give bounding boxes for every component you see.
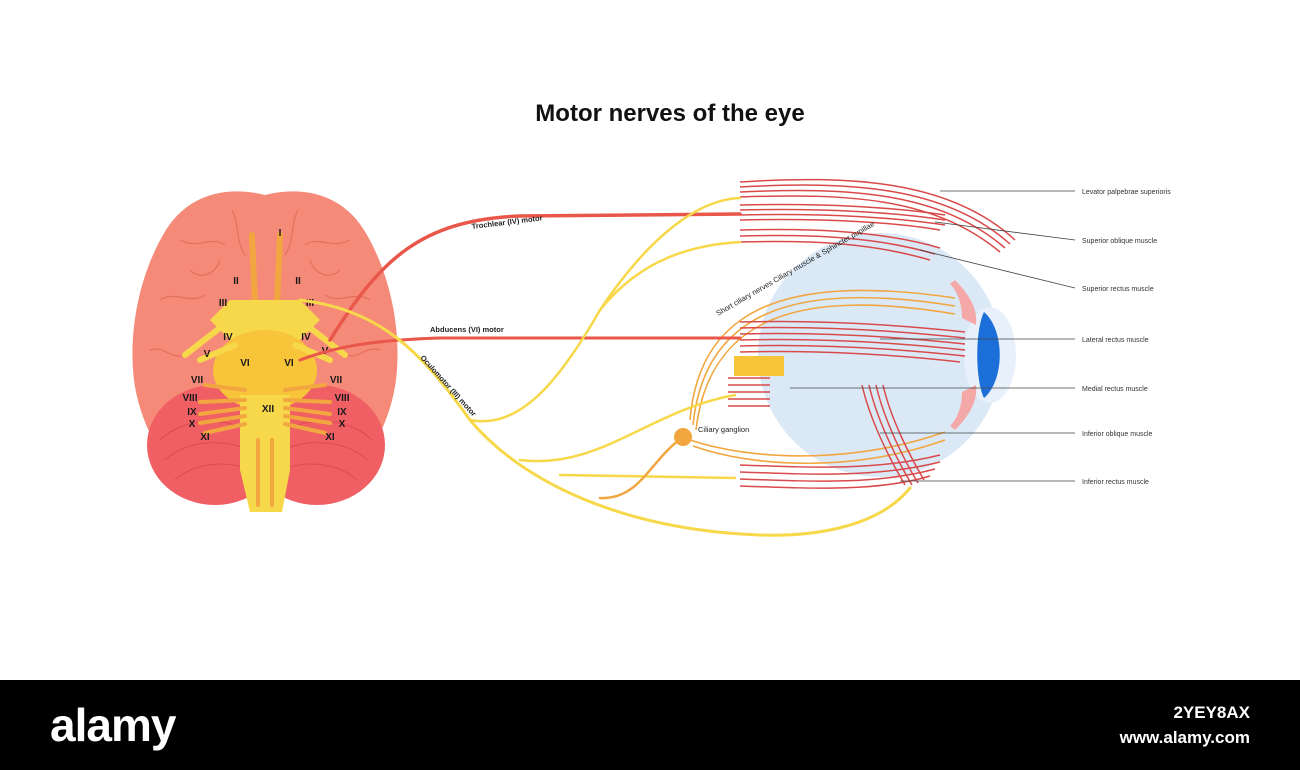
inferior-oblique-label: Inferior oblique muscle [1082, 431, 1153, 438]
cn-label-VIII-right: VIII [334, 393, 349, 404]
diagram: I II II III III IV IV V V VI VI VII VII … [132, 178, 1171, 537]
trochlear-nerve [328, 212, 742, 342]
ciliary-body-upper [950, 280, 977, 325]
leader-lines [790, 190, 1076, 482]
page-title: Motor nerves of the eye [535, 100, 805, 127]
illustration-canvas: Motor nerves of the eye [132, 100, 1172, 537]
superior-rectus-muscle [739, 228, 941, 261]
superior-rectus-label: Superior rectus muscle [1082, 286, 1154, 293]
nerve-paths [298, 196, 912, 537]
site-url: www.alamy.com [1119, 728, 1250, 747]
ganglion-connection [598, 435, 685, 500]
oculomotor-nerve-main [298, 298, 912, 537]
olfactory-tract-right [274, 232, 283, 308]
lateral-rectus-muscle [739, 320, 966, 363]
image-code: 2YEY8AX [1173, 703, 1250, 722]
lower-nerve-branches [198, 383, 332, 507]
alamy-logo: alamy [50, 699, 176, 751]
cn-label-VI-right: VI [284, 358, 294, 369]
cn-label-XII: XII [262, 404, 274, 415]
abducens-label: Abducens (VI) motor [430, 325, 504, 334]
lateral-rectus-label: Lateral rectus muscle [1082, 337, 1149, 344]
oculomotor-label: Oculomotor (III) motor [419, 353, 479, 418]
short-ciliary-fibers [689, 289, 956, 465]
ciliary-body-lower [950, 385, 977, 430]
cn-label-III-right: III [306, 298, 315, 309]
superior-oblique-label: Superior oblique muscle [1082, 238, 1157, 245]
medial-rectus-label: Medial rectus muscle [1082, 386, 1148, 393]
cn-label-V-left: V [204, 349, 211, 360]
medial-rectus-tag [734, 356, 784, 376]
cn-label-X-right: X [339, 419, 346, 430]
cn-label-XI-right: XI [325, 432, 335, 443]
medial-rectus-muscle [728, 377, 770, 407]
levator-muscle [739, 178, 1016, 253]
abducens-nerve [298, 336, 742, 362]
oculomotor-branch-inferior [558, 473, 737, 480]
muscles [728, 178, 1016, 489]
ciliary-ganglion [674, 428, 692, 446]
cn-label-IX-right: IX [337, 407, 347, 418]
cn-label-III-left: III [219, 298, 228, 309]
oculomotor-branch-superior [468, 196, 742, 423]
cn-label-II-right: II [295, 276, 301, 287]
cn-label-XI-left: XI [200, 432, 210, 443]
medulla [240, 395, 290, 512]
inferior-rectus-label: Inferior rectus muscle [1082, 479, 1149, 486]
cn-label-VIII-left: VIII [182, 393, 197, 404]
brain-gyri [149, 209, 381, 357]
brain: I II II III III IV IV V V VI VI VII VII … [132, 191, 398, 512]
optic-chiasm [210, 300, 320, 340]
cn-label-VII-left: VII [191, 375, 203, 386]
levator-label: Levator palpebrae superioris [1082, 189, 1171, 196]
iris [977, 312, 1000, 398]
ciliary-ganglion-label: Ciliary ganglion [698, 425, 749, 434]
cn-label-I: I [279, 228, 282, 239]
cn-label-IV-left: IV [223, 332, 233, 343]
cn-label-VI-left: VI [240, 358, 250, 369]
olfactory-tract-left [249, 232, 258, 308]
cn-label-IX-left: IX [187, 407, 197, 418]
cn-label-IV-right: IV [301, 332, 311, 343]
cn-label-II-left: II [233, 276, 239, 287]
oculomotor-branch-superior-2 [598, 240, 742, 312]
oculomotor-branch-medial [518, 393, 737, 463]
cn-label-X-left: X [189, 419, 196, 430]
superior-oblique-muscle [739, 203, 946, 231]
watermark-footer: alamy 2YEY8AX www.alamy.com [0, 680, 1300, 770]
cn-label-VII-right: VII [330, 375, 342, 386]
eye [689, 178, 1016, 489]
